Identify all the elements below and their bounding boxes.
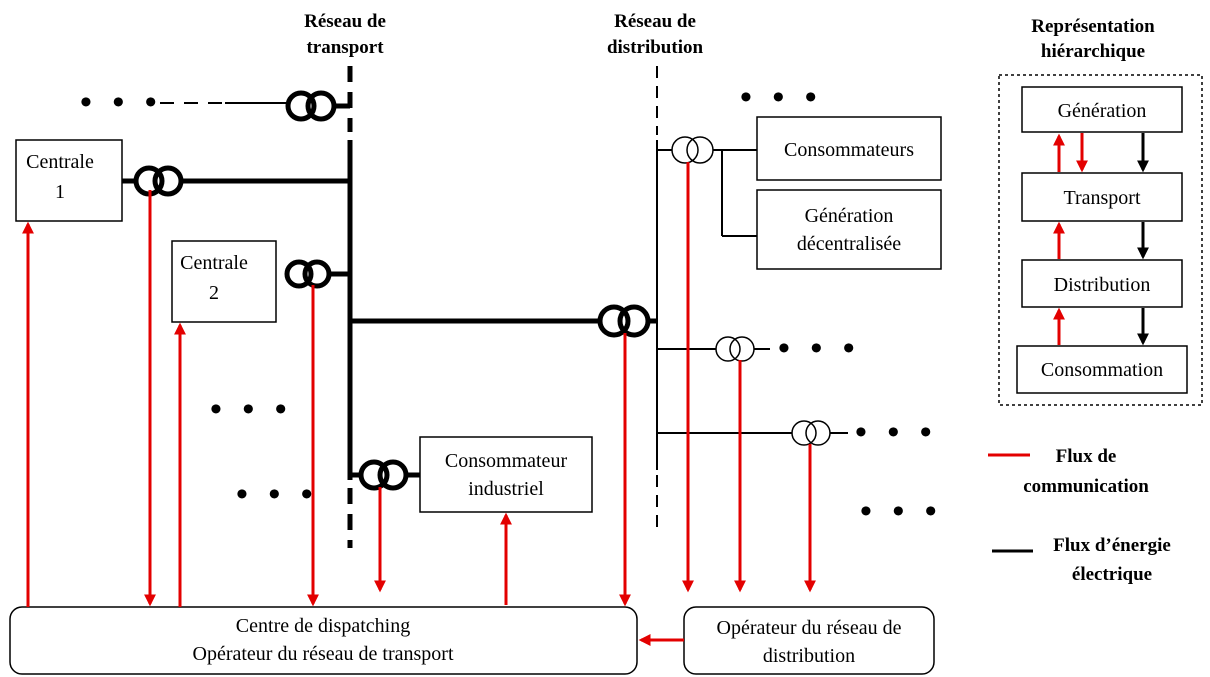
svg-text:• • •: • • •	[236, 476, 319, 513]
svg-text:Flux de: Flux de	[1056, 446, 1117, 467]
svg-text:• • •: • • •	[855, 414, 938, 451]
transformer-icon	[358, 459, 409, 491]
centrale-2-label: Centrale	[180, 252, 248, 274]
hierarchy-distribution-box	[1021, 259, 1183, 308]
dispatching-center-label: Centre de dispatching	[236, 615, 410, 637]
upper-feeder: • • •	[80, 84, 350, 122]
consumers-box	[756, 116, 942, 181]
hierarchy-consumption-box	[1016, 345, 1188, 394]
consumers-label: Consommateurs	[784, 139, 914, 161]
svg-text:Flux d’énergie: Flux d’énergie	[1053, 535, 1171, 556]
transformer-icon	[133, 165, 184, 197]
svg-text:• • •: • • •	[778, 330, 861, 367]
header-transport-network: Réseau de transport	[304, 11, 386, 58]
hierarchy-distribution-label: Distribution	[1054, 274, 1151, 296]
hierarchy-communication-arrows	[1053, 133, 1088, 345]
svg-text:• • •: • • •	[80, 84, 163, 121]
hierarchy-consumption-label: Consommation	[1041, 359, 1163, 381]
hierarchy-transport-box	[1021, 172, 1183, 222]
svg-text:communication: communication	[1023, 476, 1149, 497]
centrale-1-label: Centrale	[26, 151, 94, 173]
industrial-consumer-box	[419, 436, 593, 513]
legend-energy: Flux d’énergie électrique	[992, 535, 1171, 585]
svg-text:électrique: électrique	[1072, 564, 1152, 585]
svg-text:Réseau de: Réseau de	[304, 11, 386, 32]
header-distribution-network: Réseau de distribution	[607, 11, 704, 58]
centrale-2-number: 2	[209, 282, 219, 304]
centrale-1-number: 1	[55, 181, 65, 203]
hierarchy-generation-box	[1021, 86, 1183, 133]
transformer-icon	[285, 90, 337, 122]
centrale-1-box	[15, 139, 123, 222]
legend-communication: Flux de communication	[988, 446, 1149, 497]
dispatching-center-label-2: Opérateur du réseau de transport	[193, 643, 454, 665]
svg-text:distribution: distribution	[607, 37, 704, 58]
svg-text:• • •: • • •	[210, 391, 293, 428]
decentralized-generation-label: Génération	[805, 205, 894, 227]
industrial-consumer-label-2: industriel	[468, 478, 544, 500]
distribution-operator-label: Opérateur du réseau de	[717, 617, 902, 639]
svg-text:• • •: • • •	[740, 79, 823, 116]
svg-text:hiérarchique: hiérarchique	[1041, 41, 1145, 62]
decentralized-generation-label-2: décentralisée	[797, 233, 901, 255]
hierarchy-generation-label: Génération	[1058, 100, 1147, 122]
transformer-icon	[715, 336, 755, 362]
svg-text:Représentation: Représentation	[1031, 16, 1155, 37]
header-hierarchy: Représentation hiérarchique	[1031, 16, 1155, 62]
communication-arrows	[22, 162, 816, 646]
distribution-operator-label-2: distribution	[763, 645, 855, 667]
centrale-2-box	[171, 240, 277, 323]
industrial-consumer-label: Consommateur	[445, 450, 568, 472]
transformer-icon	[284, 259, 332, 289]
hierarchy-panel	[998, 74, 1203, 406]
transformer-icon	[671, 136, 714, 164]
transformer-icon	[597, 304, 651, 338]
svg-text:• • •: • • •	[860, 493, 943, 530]
decentralized-generation-box	[756, 189, 942, 270]
svg-text:Réseau de: Réseau de	[614, 11, 696, 32]
svg-text:transport: transport	[306, 37, 384, 58]
hierarchy-transport-label: Transport	[1063, 187, 1140, 209]
dispatching-center-box	[9, 606, 638, 675]
transformer-icon	[791, 420, 831, 446]
